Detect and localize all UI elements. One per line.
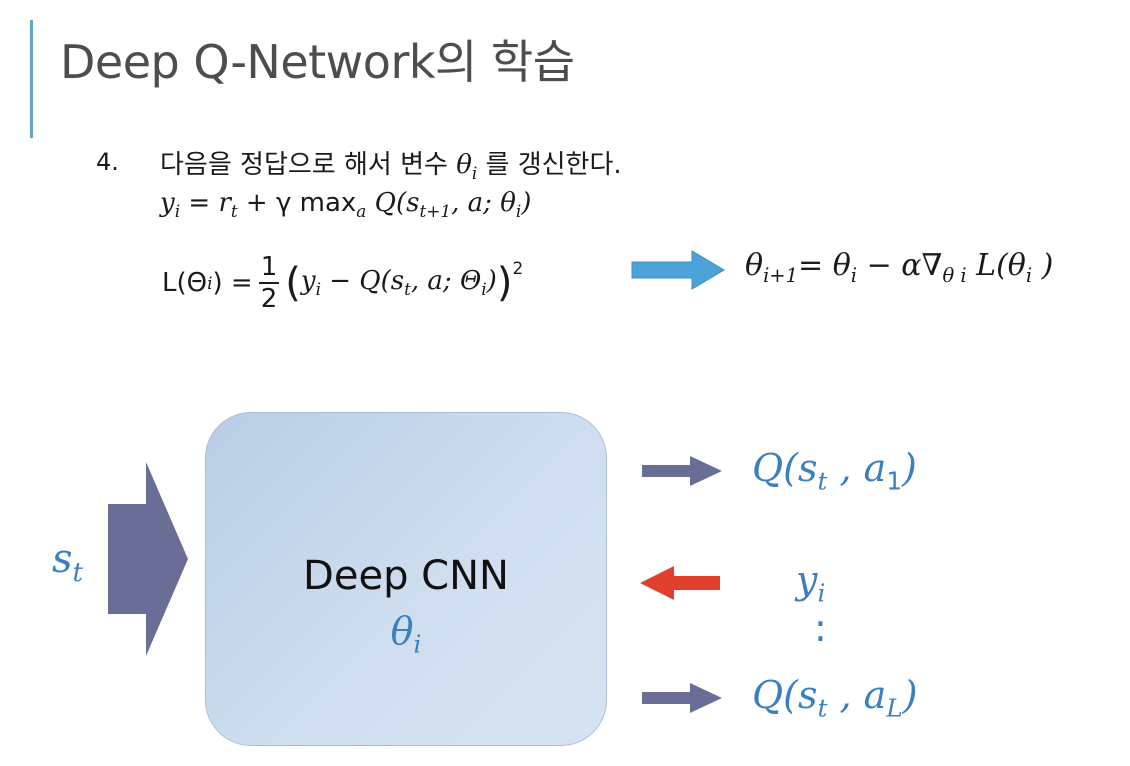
q-output-last: Q(st , aL) (752, 673, 918, 723)
network-title: Deep CNN (303, 553, 509, 599)
target-label: yi (796, 558, 826, 608)
deep-cnn-box: Deep CNN θi (205, 412, 607, 746)
step-text-after: 를 갱신한다. (485, 150, 622, 180)
update-arrow-icon (631, 250, 725, 290)
ellipsis: : (814, 606, 827, 650)
network-parameter: θi (390, 609, 422, 659)
output-arrow-top-icon (642, 456, 722, 486)
theta-variable: θi (456, 150, 478, 184)
input-state-label: st (52, 536, 83, 588)
output-arrow-bottom-icon (642, 683, 722, 713)
target-equation: yi = rt + γ maxa Q(st+1, a; θi) (160, 188, 532, 222)
one-half-fraction: 1 2 (258, 252, 280, 314)
title-accent-bar (30, 20, 33, 138)
slide-title: Deep Q-Network의 학습 (60, 35, 575, 89)
step-number: 4. (96, 148, 119, 176)
target-arrow-icon (640, 566, 720, 600)
input-arrow-icon (108, 462, 188, 656)
step-instruction: 다음을 정답으로 해서 변수 θi 를 갱신한다. (160, 144, 622, 183)
q-output-first: Q(st , a1) (752, 446, 917, 496)
step-text-before: 다음을 정답으로 해서 변수 (160, 150, 448, 180)
update-equation: θi+1= θi − α∇θ i L(θi ) (745, 248, 1054, 287)
